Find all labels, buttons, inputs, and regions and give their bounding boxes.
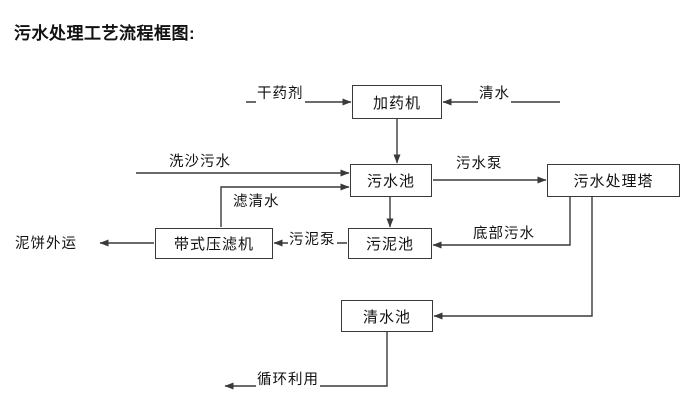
node-clear-water-pool-label: 清水池 bbox=[362, 308, 411, 326]
edge-label-sewage-pump: 污水泵 bbox=[455, 152, 504, 173]
node-sewage-treatment-tower[interactable]: 污水处理塔 bbox=[547, 164, 680, 197]
edge-label-mud-cake-transport: 泥饼外运 bbox=[14, 232, 78, 253]
edge-label-filtered-clear-water: 滤清水 bbox=[232, 190, 281, 211]
node-sludge-pool-label: 污泥池 bbox=[365, 236, 414, 253]
node-sludge-pool[interactable]: 污泥池 bbox=[348, 228, 432, 259]
wire-filtrate-to-sewage-pool bbox=[220, 183, 350, 227]
node-dosing-machine[interactable]: 加药机 bbox=[352, 85, 442, 119]
edge-label-bottom-sewage: 底部污水 bbox=[472, 222, 536, 243]
node-belt-filter-press[interactable]: 带式压滤机 bbox=[155, 228, 273, 259]
wire-tower-to-clear-water-pool bbox=[433, 197, 593, 320]
node-sewage-pool-label: 污水池 bbox=[366, 173, 415, 190]
node-belt-filter-press-label: 带式压滤机 bbox=[173, 236, 254, 253]
edge-label-recycling-reuse: 循环利用 bbox=[256, 368, 320, 389]
edge-label-dry-reagent: 干药剂 bbox=[256, 82, 305, 103]
edge-label-sand-wash-sewage: 洗沙污水 bbox=[168, 150, 232, 171]
node-sewage-pool[interactable]: 污水池 bbox=[350, 164, 432, 197]
page-title: 污水处理工艺流程框图: bbox=[14, 24, 196, 43]
edge-label-clean-water: 清水 bbox=[478, 82, 511, 103]
wire-tower-to-sludge-pool bbox=[432, 197, 571, 249]
node-clear-water-pool[interactable]: 清水池 bbox=[341, 300, 433, 332]
node-dosing-machine-label: 加药机 bbox=[372, 94, 421, 112]
edge-label-sludge-pump: 污泥泵 bbox=[288, 228, 337, 249]
node-sewage-treatment-tower-label: 污水处理塔 bbox=[573, 173, 654, 190]
